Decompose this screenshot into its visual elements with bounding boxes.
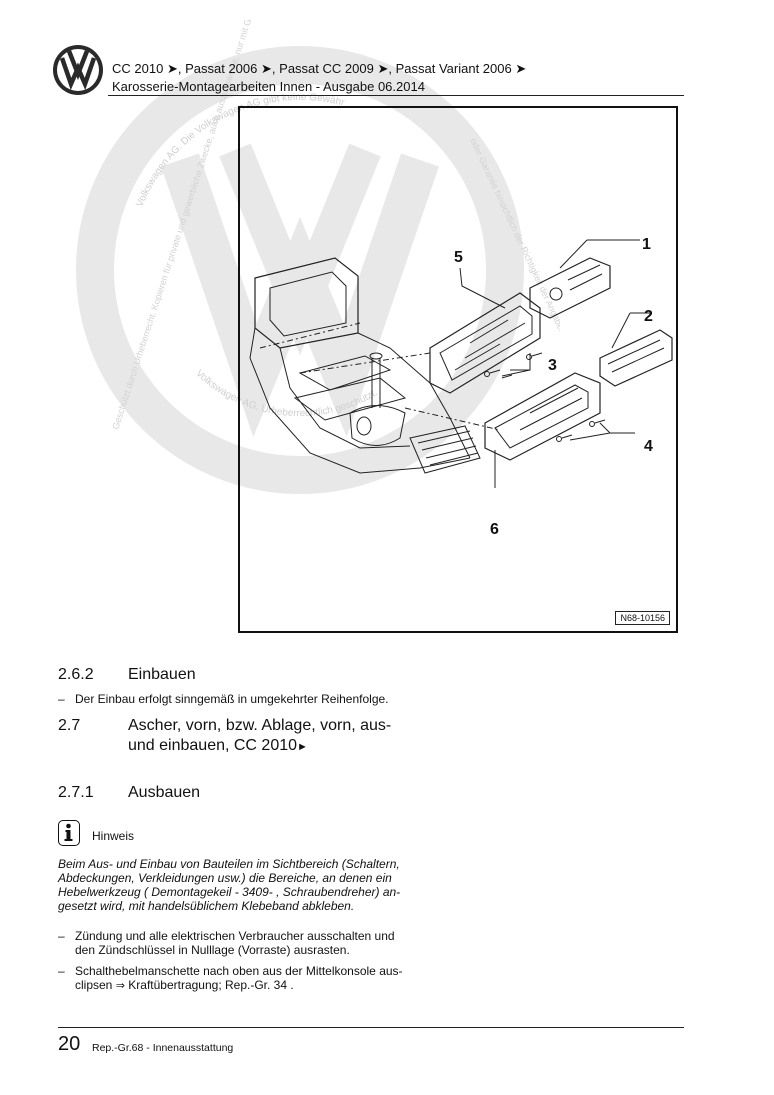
section-number: 2.7 bbox=[58, 717, 81, 734]
callout-6: 6 bbox=[490, 521, 499, 538]
section-title-line2: und einbauen, CC 2010► bbox=[128, 737, 308, 754]
model-cc-2010[interactable]: CC 2010 bbox=[112, 61, 164, 76]
triangle-right-icon: ➤ bbox=[261, 61, 272, 76]
model-passat-cc-2009[interactable]: Passat CC 2009 bbox=[279, 61, 374, 76]
note-text: Beim Aus- und Einbau von Bauteilen im Si… bbox=[58, 857, 401, 913]
callout-5: 5 bbox=[454, 249, 463, 266]
step-item: Schalthebelmanschette nach oben aus der … bbox=[75, 964, 403, 992]
dash-marker: – bbox=[58, 929, 65, 943]
exploded-view-figure: 1 2 3 4 5 6 N68-10156 bbox=[238, 106, 678, 633]
page-number: 20 bbox=[58, 1033, 81, 1055]
footer-rule bbox=[58, 1027, 684, 1028]
section-title: Einbauen bbox=[128, 666, 196, 683]
callout-2: 2 bbox=[644, 308, 653, 325]
header-subtitle: Karosserie-Montagearbeiten Innen - Ausga… bbox=[112, 79, 425, 94]
triangle-right-icon: ➤ bbox=[377, 61, 389, 76]
header-rule bbox=[108, 95, 684, 96]
step-item: Zündung und alle elektrischen Verbrauche… bbox=[75, 929, 395, 957]
note-label: Hinweis bbox=[92, 829, 135, 843]
triangle-right-icon[interactable]: ► bbox=[297, 741, 308, 753]
model-passat-variant-2006[interactable]: Passat Variant 2006 bbox=[395, 61, 512, 76]
step-text: Der Einbau erfolgt sinngemäß in umgekehr… bbox=[75, 692, 389, 706]
callout-3: 3 bbox=[548, 357, 557, 374]
section-title-line1: Ascher, vorn, bzw. Ablage, vorn, aus- bbox=[128, 717, 392, 734]
callout-4: 4 bbox=[644, 438, 653, 455]
header-models: CC 2010 ➤, Passat 2006 ➤, Passat CC 2009… bbox=[112, 61, 527, 76]
triangle-right-icon: ➤ bbox=[166, 61, 178, 76]
footer-text: Rep.-Gr.68 - Innenausstattung bbox=[92, 1042, 234, 1054]
info-icon bbox=[58, 820, 80, 846]
section-number: 2.7.1 bbox=[58, 784, 94, 801]
dash-marker: – bbox=[58, 692, 65, 706]
figure-drawing: 1 2 3 4 5 6 bbox=[249, 236, 673, 538]
section-title: Ausbauen bbox=[128, 784, 201, 801]
dash-marker: – bbox=[58, 964, 65, 978]
vw-logo-icon bbox=[53, 45, 103, 95]
figure-reference: N68-10156 bbox=[615, 611, 670, 625]
cross-reference-link[interactable]: Kraftübertragung; Rep.-Gr. 34 . bbox=[128, 978, 294, 992]
model-passat-2006[interactable]: Passat 2006 bbox=[185, 61, 258, 76]
section-number: 2.6.2 bbox=[58, 666, 94, 683]
double-arrow-right-icon: ⇒ bbox=[115, 980, 125, 992]
callout-1: 1 bbox=[642, 236, 651, 253]
triangle-right-icon: ➤ bbox=[515, 61, 527, 76]
